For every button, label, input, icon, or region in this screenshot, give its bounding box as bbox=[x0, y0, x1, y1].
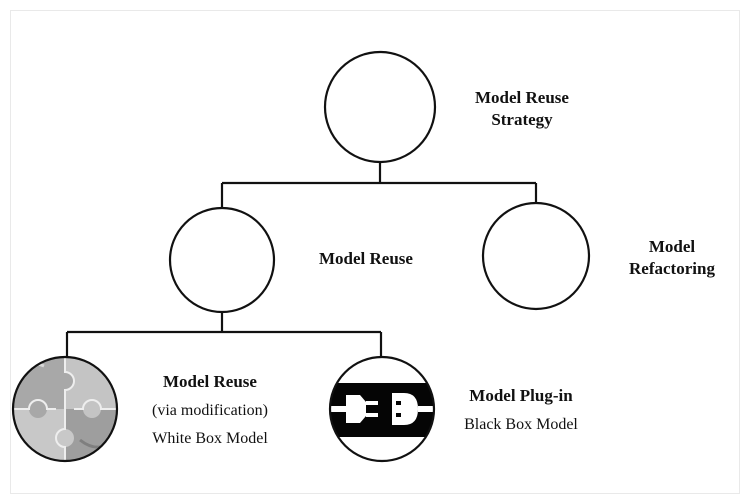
white-box-subtitle: (via modification) bbox=[152, 402, 268, 419]
diagram-frame bbox=[10, 10, 740, 494]
model-reuse-strategy-node bbox=[323, 50, 437, 164]
connector-lines bbox=[65, 161, 538, 357]
model-reuse-label: Model Reuse bbox=[319, 249, 413, 268]
black-box-title: Model Plug-in bbox=[469, 386, 573, 405]
black-box-caption: Black Box Model bbox=[464, 416, 578, 433]
black-box-model-node bbox=[328, 355, 436, 463]
model-reuse-node bbox=[168, 206, 276, 314]
model-reuse-strategy-label-line1: Model Reuse bbox=[475, 88, 569, 107]
puzzle-pieces-icon bbox=[13, 357, 117, 461]
white-box-model-node bbox=[11, 355, 119, 463]
model-reuse-strategy-label-line2: Strategy bbox=[491, 110, 553, 129]
model-refactoring-label-line1: Model bbox=[649, 237, 696, 256]
model-refactoring-node bbox=[481, 201, 591, 311]
electrical-plug-icon bbox=[330, 357, 434, 461]
white-box-title: Model Reuse bbox=[163, 372, 257, 391]
white-box-caption: White Box Model bbox=[152, 430, 268, 447]
model-refactoring-label-line2: Refactoring bbox=[629, 259, 715, 278]
